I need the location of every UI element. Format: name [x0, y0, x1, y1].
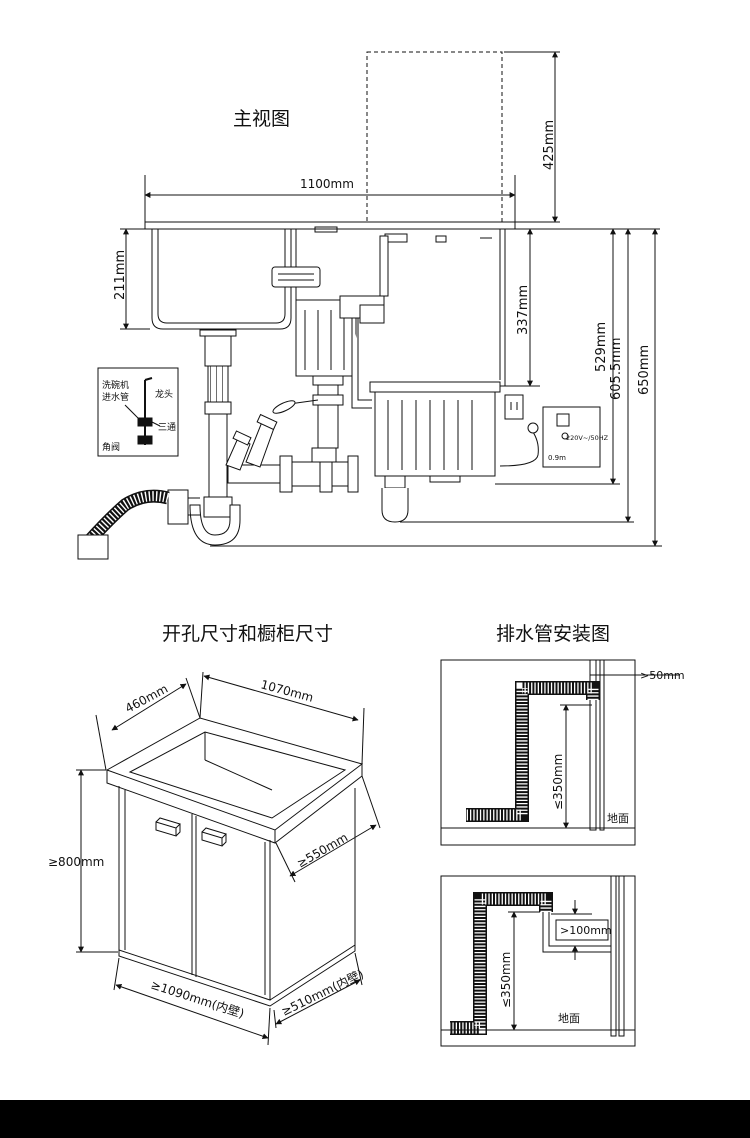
door-handle-left — [155, 817, 181, 837]
drain-top-floor: 地面 — [607, 812, 629, 825]
left-drain-pipe — [199, 329, 237, 518]
sink-basin-left — [151, 229, 292, 330]
dim-1100: 1100mm — [300, 177, 354, 191]
power-outlet — [504, 394, 524, 420]
front-view-title: 主视图 — [233, 108, 290, 130]
dashed-cabinet-outline — [366, 51, 503, 223]
power-info-box — [542, 406, 601, 468]
disposer-upper — [271, 235, 389, 409]
drain-top-height: ≤350mm — [551, 754, 565, 810]
bottom-black-bar — [0, 1100, 750, 1138]
dim-211: 211mm — [113, 250, 128, 300]
drain-view: 排水管安装图 >50mm ≤350mm 地面 >100mm ≤350mm 地面 — [440, 623, 685, 1047]
drain-hose-bottom — [450, 892, 553, 1035]
cabinet-view: 开孔尺寸和橱柜尺寸 460mm 1070mm ≥550mm — [48, 623, 381, 1046]
dim-1070: 1070mm — [259, 677, 315, 704]
drain-panel-bottom — [440, 875, 636, 1047]
corrugated-drain-hose — [85, 489, 170, 545]
label-dishwasher: 洗碗机 — [102, 379, 129, 391]
dim-605: 605.5mm — [609, 337, 624, 400]
disposer-main-body — [369, 381, 501, 523]
diagram-canvas: 主视图 425mm 1100mm 211mm 337mm — [48, 51, 685, 1047]
dim-529: 529mm — [594, 322, 609, 372]
dim-650: 650mm — [637, 345, 652, 395]
dim-425: 425mm — [542, 120, 557, 170]
cabinet-title: 开孔尺寸和橱柜尺寸 — [162, 623, 333, 645]
label-angle-valve: 角阀 — [102, 441, 120, 453]
dim-800: ≥800mm — [48, 855, 104, 869]
power-label: 220V~/50HZ — [566, 434, 609, 442]
cord-label: 0.9m — [548, 454, 566, 462]
drain-bottom-height: ≤350mm — [499, 952, 513, 1008]
power-cord — [499, 427, 539, 467]
drain-bottom-floor: 地面 — [558, 1012, 580, 1025]
label-inlet-pipe: 进水管 — [102, 391, 129, 403]
dishwasher-inlets — [225, 413, 278, 471]
dim-337: 337mm — [516, 285, 531, 335]
door-handle-right — [201, 827, 227, 847]
front-view: 主视图 425mm 1100mm 211mm 337mm — [77, 51, 662, 560]
drain-bottom-gap: >100mm — [560, 924, 612, 937]
drain-title: 排水管安装图 — [496, 623, 610, 645]
dim-550: ≥550mm — [295, 830, 351, 870]
cabinet-body — [118, 786, 271, 1001]
label-tee: 三通 — [158, 422, 176, 433]
drain-top-gap: >50mm — [640, 669, 685, 682]
sink-rim — [144, 221, 516, 230]
p-trap — [189, 504, 241, 546]
label-faucet: 龙头 — [155, 388, 173, 400]
drain-hose-top — [466, 681, 600, 822]
plumbing-inset: 洗碗机 进水管 龙头 三通 角阀 — [97, 367, 179, 457]
horizontal-drain-pipe — [227, 447, 359, 493]
dim-1090: ≥1090mm(内壁) — [149, 977, 246, 1021]
cabinet-top — [105, 717, 364, 831]
drain-panel-top — [440, 659, 636, 846]
sink-cutout — [128, 731, 347, 819]
